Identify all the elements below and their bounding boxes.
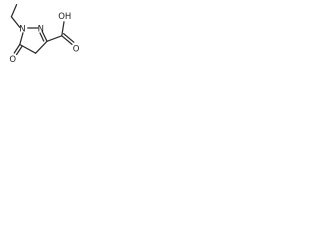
ethyl-ch3-bond (10, 3, 18, 18)
ring-carbonyl-bond-a (13, 43, 21, 54)
atom-n2-label: N (38, 24, 44, 34)
acid-carbonyl-bond-b (62, 32, 75, 43)
acid-c-bond (46, 35, 63, 42)
bond-c4-c3 (34, 40, 48, 54)
ring-carbonyl-o-label: O (9, 55, 16, 65)
atom-n1-label: N (19, 24, 25, 34)
acid-carbonyl-o-label: O (73, 45, 80, 55)
bond-c3-n2 (41, 30, 48, 42)
bond-c3-n2-double (39, 32, 45, 42)
ethyl-ch2-bond (10, 16, 21, 29)
bond-n1-c5 (19, 32, 24, 46)
ring-carbonyl-bond-b (15, 45, 23, 56)
acid-oh-bond (61, 21, 65, 37)
acid-oh-label: OH (58, 12, 71, 22)
structure-diagram: N N OH O O (9, 3, 80, 65)
acid-carbonyl-bond-a (61, 35, 73, 46)
